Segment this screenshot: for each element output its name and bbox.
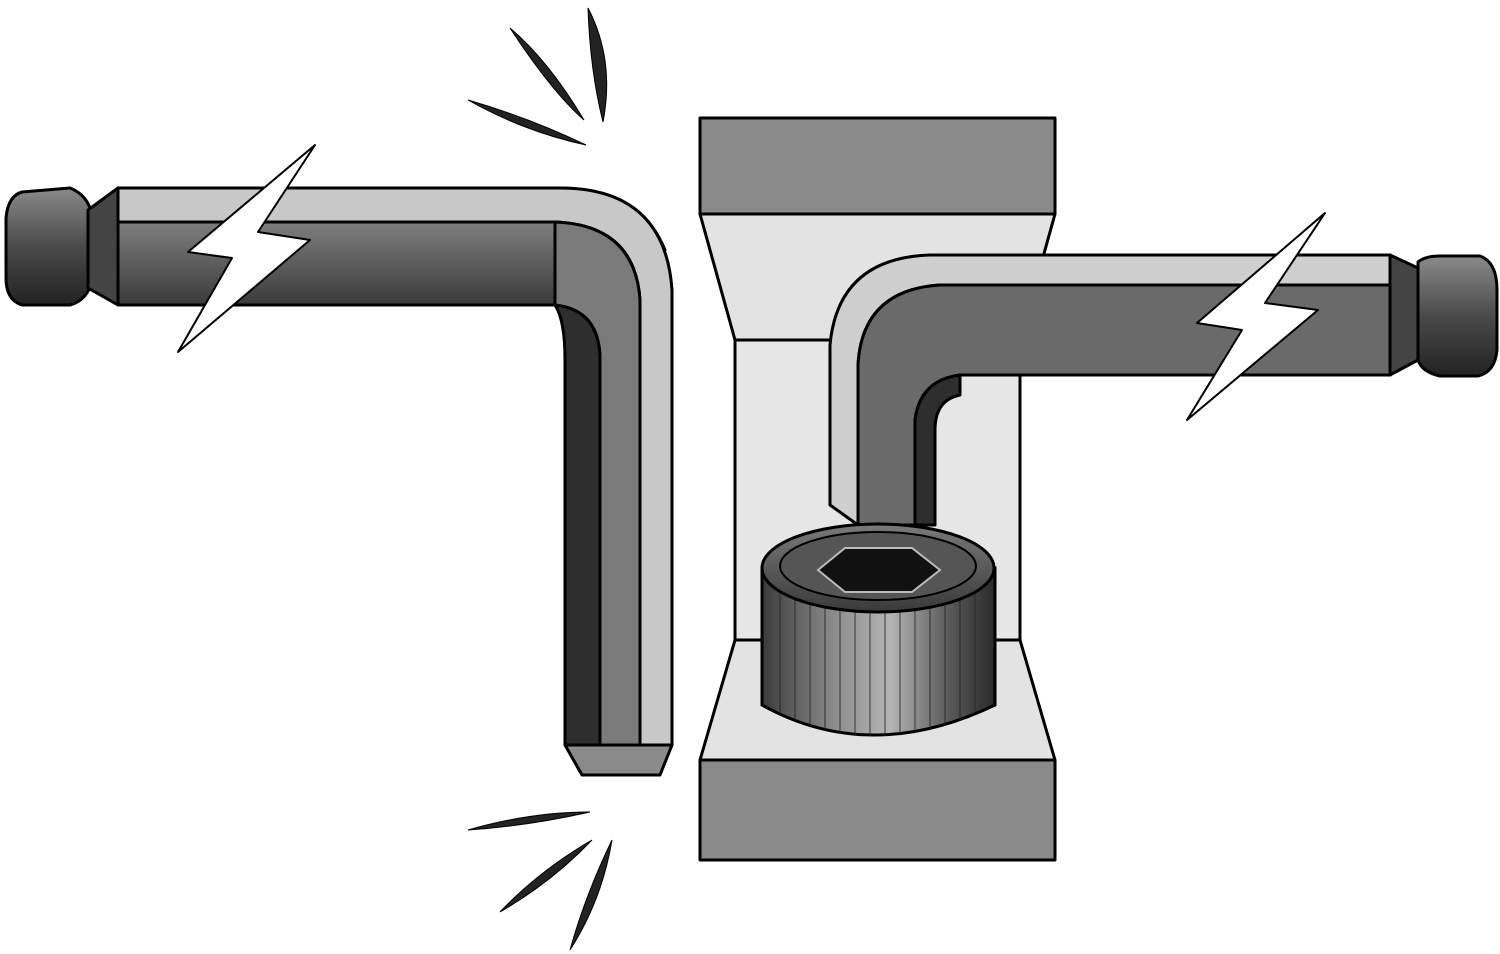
right-lightning-bolt-icon [1186, 212, 1326, 421]
spark-bottom-3 [569, 839, 613, 951]
left-leg-shadow [553, 303, 602, 747]
spark-top-3 [467, 99, 587, 146]
block-top-cap [698, 116, 1057, 216]
spark-top-2 [587, 7, 608, 123]
spark-bottom-1 [467, 811, 591, 831]
block-bottom-cap [698, 758, 1057, 862]
spark-bottom-2 [499, 839, 593, 913]
right-ball-end [1416, 254, 1499, 378]
spark-top-1 [509, 27, 585, 121]
impact-spark-icon-bottom [467, 811, 613, 951]
left-ball-end [4, 186, 94, 307]
right-leg-shadow [913, 373, 962, 527]
right-neck [1388, 253, 1420, 377]
screw-body [760, 566, 997, 737]
impact-spark-icon-top [467, 7, 608, 146]
socket-set-screw-icon [760, 522, 997, 737]
left-leg-tip [563, 743, 674, 777]
screw-knurling [779, 590, 976, 736]
left-hex-key-icon [4, 144, 674, 777]
hex-socket [816, 547, 942, 593]
left-lightning-bolt-icon [177, 144, 316, 353]
right-hex-key-icon [828, 212, 1499, 527]
left-neck [86, 186, 120, 307]
